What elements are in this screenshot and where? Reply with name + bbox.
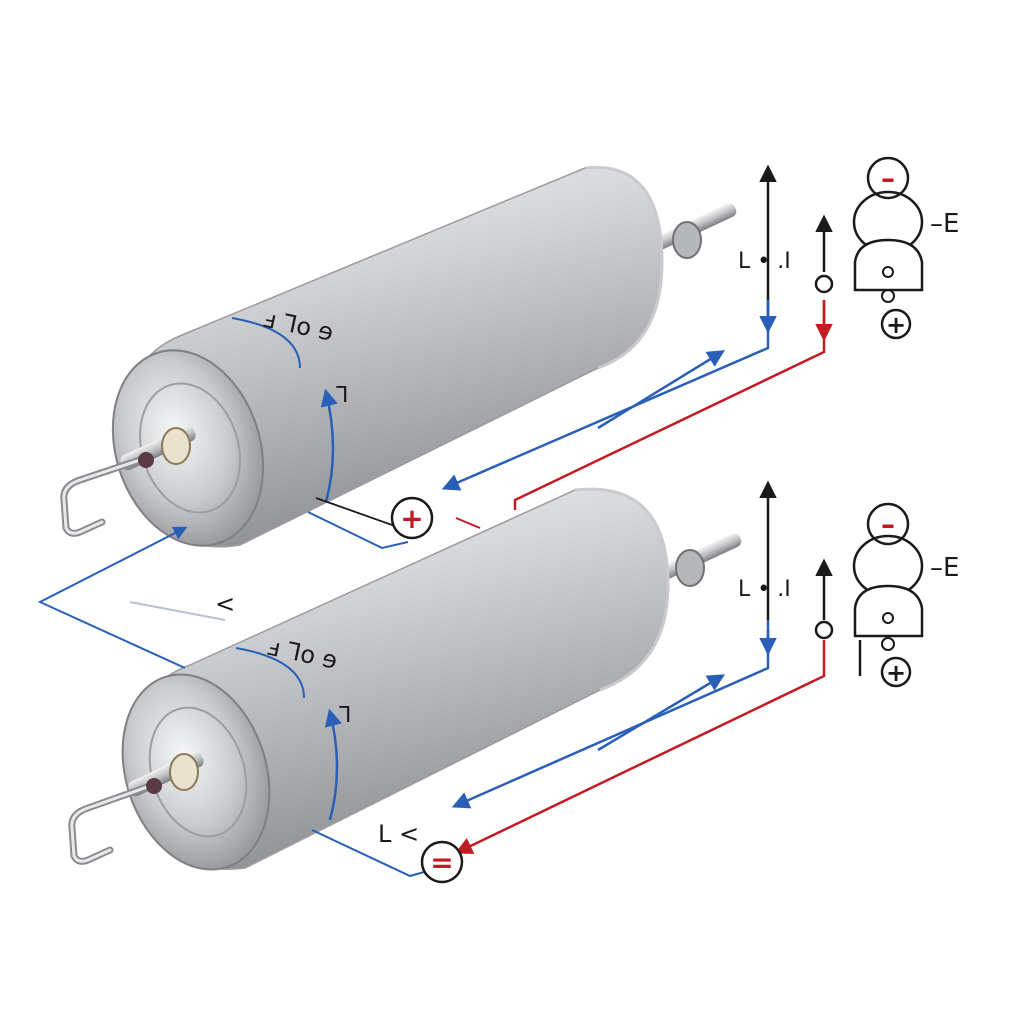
loose-mark: < <box>215 590 235 618</box>
gauge-plus-top <box>880 308 912 340</box>
terminal-equals-bottom <box>420 840 464 884</box>
rear-terminal-top <box>648 203 737 259</box>
gauge-minus-top <box>866 156 910 200</box>
terminal-plus-top <box>390 496 434 540</box>
front-terminal-bottom <box>68 751 204 865</box>
sensor-node-bottom <box>814 620 834 640</box>
blue-wire-top-terminal <box>307 511 409 550</box>
svg-text:+: + <box>886 311 906 339</box>
blue-flow-arrow-top <box>597 350 725 430</box>
cylinder-top-band <box>231 317 301 369</box>
svg-text:=: = <box>430 846 453 879</box>
cylinder-top-side-mark: ᒣ <box>335 383 348 408</box>
sensor-label-bottom: L • .I <box>738 577 791 602</box>
rotation-arrow-bottom <box>324 708 342 821</box>
blue-loop-wire <box>37 526 188 669</box>
cylinder-bottom: ⅎ Ꞁo ɘ ᒣ <box>68 487 742 871</box>
svg-text:–: – <box>881 508 895 541</box>
cylinder-top: ⅎ Ꞁo ɘ ᒣ <box>60 165 737 548</box>
sensor-node-top <box>814 274 834 294</box>
blue-flow-arrow-bottom <box>597 674 726 752</box>
svg-text:+: + <box>886 659 906 687</box>
cylinder-bottom-side-mark: ᒣ <box>338 703 351 728</box>
svg-text:–: – <box>881 162 895 195</box>
gauge-minus-bottom <box>866 502 910 546</box>
svg-text:+: + <box>400 502 423 535</box>
gauge-plus-bottom <box>880 656 912 688</box>
red-wire-bottom <box>454 640 826 854</box>
wiring-bottom: L < = <box>311 630 826 884</box>
cylinder-bottom-band <box>235 647 305 699</box>
front-terminal-top <box>60 425 196 537</box>
sensor-stack-top: L • .I – + –E <box>738 156 959 340</box>
rotation-arrow-top <box>320 388 338 503</box>
gauge-side-label-bottom: –E <box>930 553 959 583</box>
sensor-label-top: L • .I <box>738 249 791 274</box>
wiring-top: < + <box>37 300 833 669</box>
gauge-side-label-top: –E <box>930 209 959 239</box>
terminal-note-bottom: L < <box>378 820 419 848</box>
rear-terminal-bottom <box>653 533 742 587</box>
blue-wire-bottom-terminal <box>311 829 425 878</box>
sensor-stack-bottom: L • .I – + –E <box>738 480 959 688</box>
